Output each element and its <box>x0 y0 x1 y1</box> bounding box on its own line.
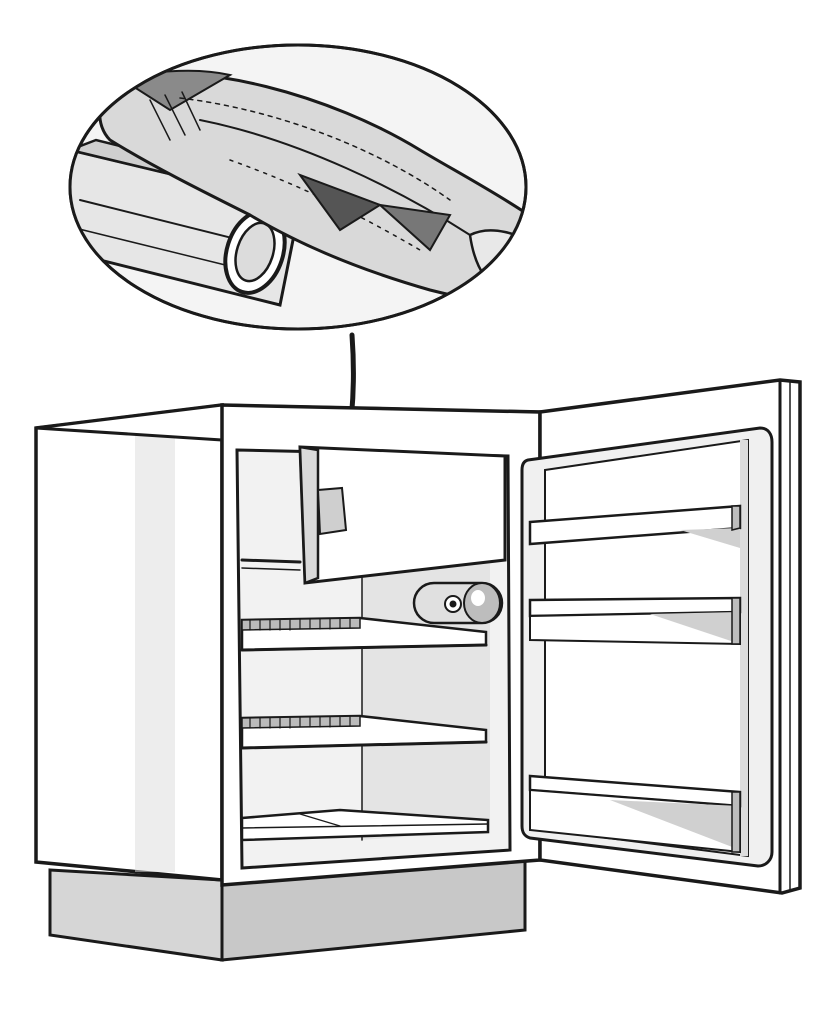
shelf-middle <box>240 714 488 750</box>
thermostat-knob-icon[interactable] <box>412 581 504 625</box>
refrigerator-cabinet <box>34 403 542 962</box>
door-shelf-bottom <box>528 774 742 854</box>
shelf-upper <box>240 616 488 652</box>
door-shelf-middle <box>528 596 742 646</box>
evaporator-flap-handle <box>316 486 348 536</box>
cabinet-side <box>34 403 224 882</box>
plinth-side <box>48 868 224 962</box>
crisper-cover <box>240 808 490 842</box>
evaporator-compartment <box>240 445 507 585</box>
door-shelf-top <box>528 504 742 548</box>
refrigerator-door <box>520 378 802 895</box>
magnifier-callout <box>68 43 528 503</box>
